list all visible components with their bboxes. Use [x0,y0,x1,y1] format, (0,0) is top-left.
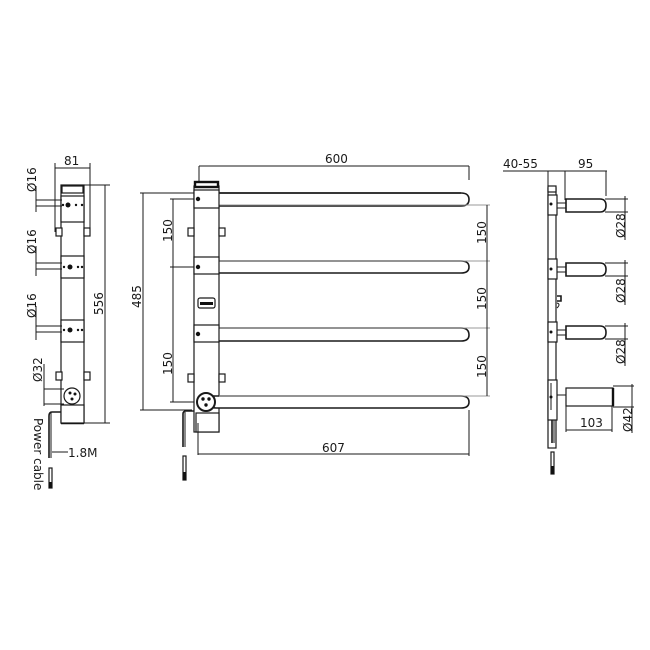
height-556-label: 556 [92,292,106,315]
offset-40-55: 40-55 [503,157,538,171]
pipe-diameter-3: Ø16 [25,293,39,318]
left-spacing-2: 150 [161,352,175,375]
bottom-width-607: 607 [322,441,345,455]
top-width-600: 600 [325,152,348,166]
bar-diameter-2: Ø28 [614,278,628,303]
bar-diameter-3: Ø28 [614,339,628,364]
bar-diameter-1: Ø28 [614,213,628,238]
right-spacing-2: 150 [475,287,489,310]
front-view: 600 485 150 150 [130,152,490,481]
heater-length: 103 [580,416,603,430]
right-spacing-1: 150 [475,221,489,244]
right-side-view: 40-55 95 Ø28 Ø28 Ø28 [503,157,635,475]
heater-diameter: Ø42 [621,407,635,432]
power-cable-label: Power cable [31,418,45,490]
connector-diameter: Ø32 [31,357,45,382]
left-side-view: 81 556 Ø16 Ø16 [25,154,110,490]
pipe-diameter-2: Ø16 [25,229,39,254]
overall-height-485: 485 [130,285,144,308]
left-spacing-1: 150 [161,219,175,242]
right-spacing-3: 150 [475,355,489,378]
pipe-diameter-1: Ø16 [25,167,39,192]
width-81-label: 81 [64,154,79,168]
cable-length-label: 1.8M [68,446,97,460]
depth-95: 95 [578,157,593,171]
